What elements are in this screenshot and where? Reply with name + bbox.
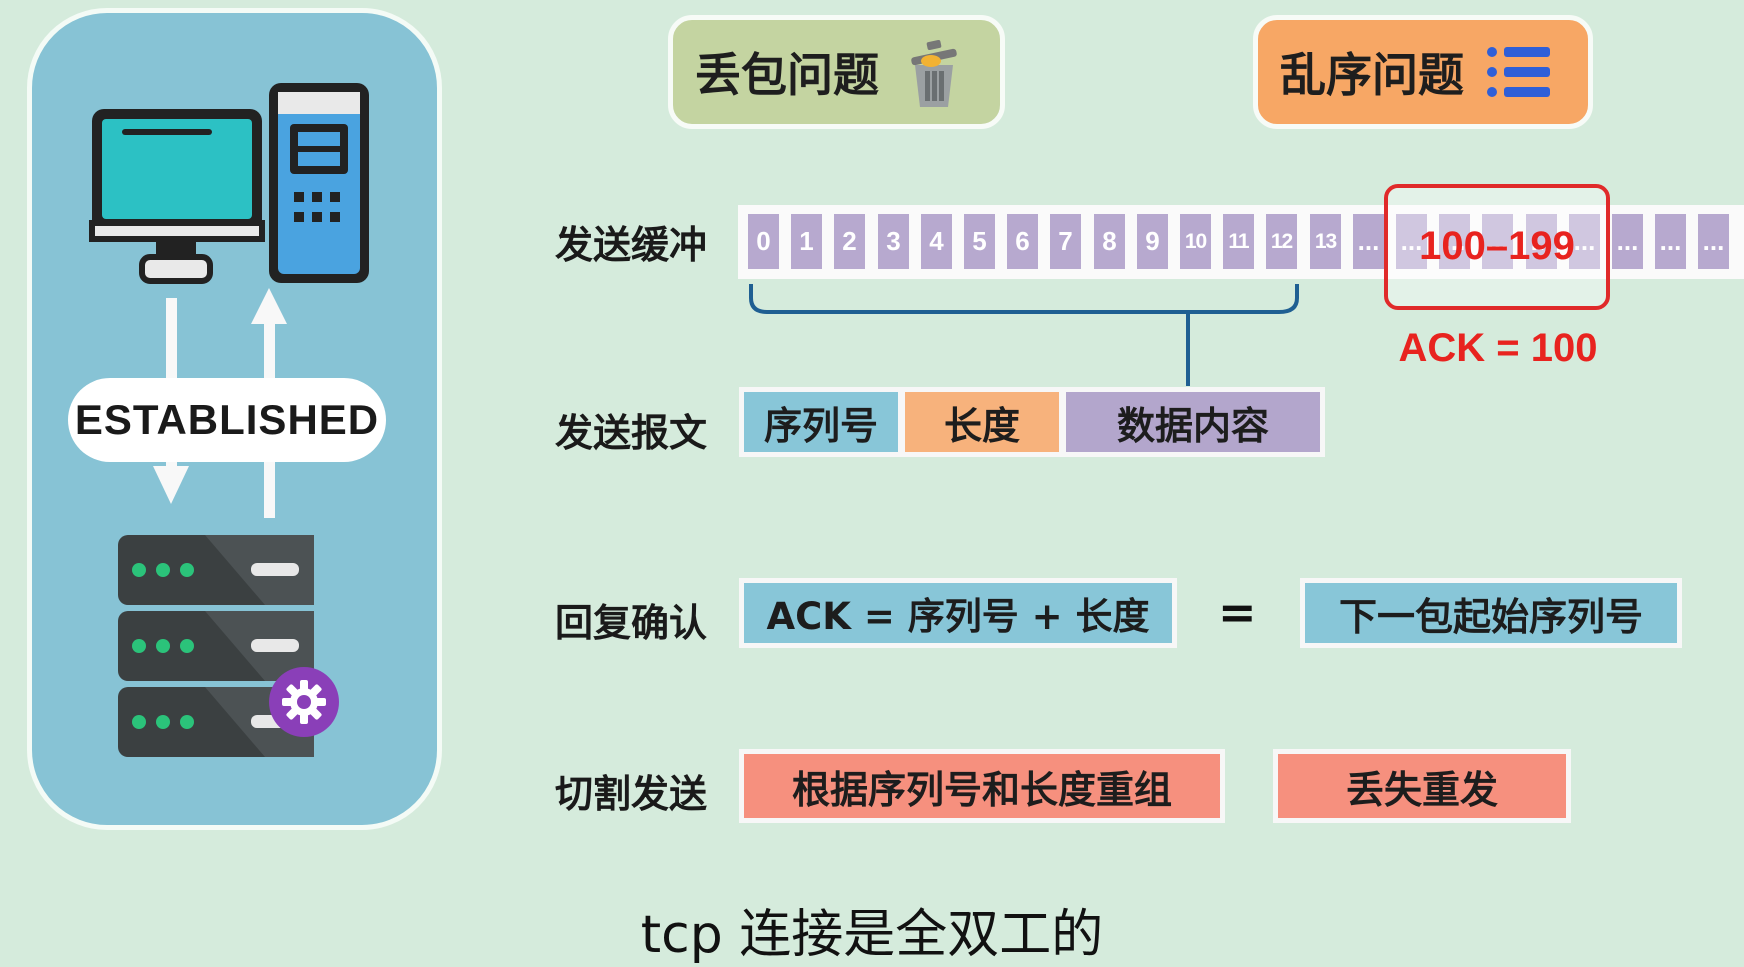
row-label-send-buffer: 发送缓冲 bbox=[555, 223, 708, 267]
range-highlight-box bbox=[1384, 184, 1610, 310]
buffer-cell: 13 bbox=[1310, 214, 1341, 269]
video-subtitle: tcp 连接是全双工的 bbox=[640, 905, 1104, 965]
buffer-cell: 6 bbox=[1007, 214, 1038, 269]
buffer-cell: 12 bbox=[1266, 214, 1297, 269]
buffer-cell: 1 bbox=[791, 214, 822, 269]
buffer-cell: 2 bbox=[834, 214, 865, 269]
buffer-cell: 10 bbox=[1180, 214, 1211, 269]
reassemble-box: 根据序列号和长度重组 bbox=[739, 749, 1225, 823]
row-label-send-message: 发送报文 bbox=[555, 411, 708, 455]
row-label-reply-ack: 回复确认 bbox=[555, 601, 708, 645]
buffer-cell: 7 bbox=[1050, 214, 1081, 269]
buffer-cell: 8 bbox=[1094, 214, 1125, 269]
packet-loss-badge: 丢包问题 bbox=[668, 15, 1005, 129]
server-rack-icon bbox=[118, 535, 339, 757]
buffer-cell: 0 bbox=[748, 214, 779, 269]
equals-sign: = bbox=[1218, 585, 1257, 639]
trash-can-icon bbox=[911, 40, 957, 107]
buffer-cell: ... bbox=[1482, 214, 1513, 269]
buffer-cell: ... bbox=[1353, 214, 1384, 269]
field-data-content: 数据内容 bbox=[1061, 387, 1325, 457]
ack-value-label: ACK = 100 bbox=[1398, 326, 1598, 370]
buffer-cell: 5 bbox=[964, 214, 995, 269]
retransmit-box: 丢失重发 bbox=[1273, 749, 1571, 823]
field-sequence-number: 序列号 bbox=[739, 387, 903, 457]
up-arrow-icon bbox=[251, 288, 287, 324]
buffer-cell: 3 bbox=[878, 214, 909, 269]
range-label: 100–199 bbox=[1419, 224, 1575, 268]
out-of-order-label: 乱序问题 bbox=[1280, 48, 1464, 102]
buffer-cell: 4 bbox=[921, 214, 952, 269]
buffer-cell: 9 bbox=[1137, 214, 1168, 269]
segment-bracket bbox=[749, 284, 1299, 386]
out-of-order-badge: 乱序问题 bbox=[1253, 15, 1593, 129]
next-sequence-box: 下一包起始序列号 bbox=[1300, 578, 1682, 648]
buffer-cell: 11 bbox=[1223, 214, 1254, 269]
established-label: ESTABLISHED bbox=[68, 378, 386, 462]
buffer-cell: ... bbox=[1655, 214, 1686, 269]
down-arrow-icon bbox=[153, 466, 189, 504]
list-icon bbox=[1487, 47, 1550, 97]
buffer-cell: ... bbox=[1396, 214, 1427, 269]
packet-loss-label: 丢包问题 bbox=[695, 48, 879, 102]
buffer-cell: ... bbox=[1698, 214, 1729, 269]
computer-monitor-icon bbox=[89, 109, 265, 284]
buffer-cell: ... bbox=[1439, 214, 1470, 269]
buffer-cell: ... bbox=[1526, 214, 1557, 269]
row-label-split-send: 切割发送 bbox=[555, 772, 708, 816]
buffer-cell: ... bbox=[1612, 214, 1643, 269]
buffer-cell: ... bbox=[1569, 214, 1600, 269]
desktop-tower-icon bbox=[269, 83, 369, 283]
ack-formula-box: ACK = 序列号 + 长度 bbox=[739, 578, 1177, 648]
field-length: 长度 bbox=[900, 387, 1064, 457]
